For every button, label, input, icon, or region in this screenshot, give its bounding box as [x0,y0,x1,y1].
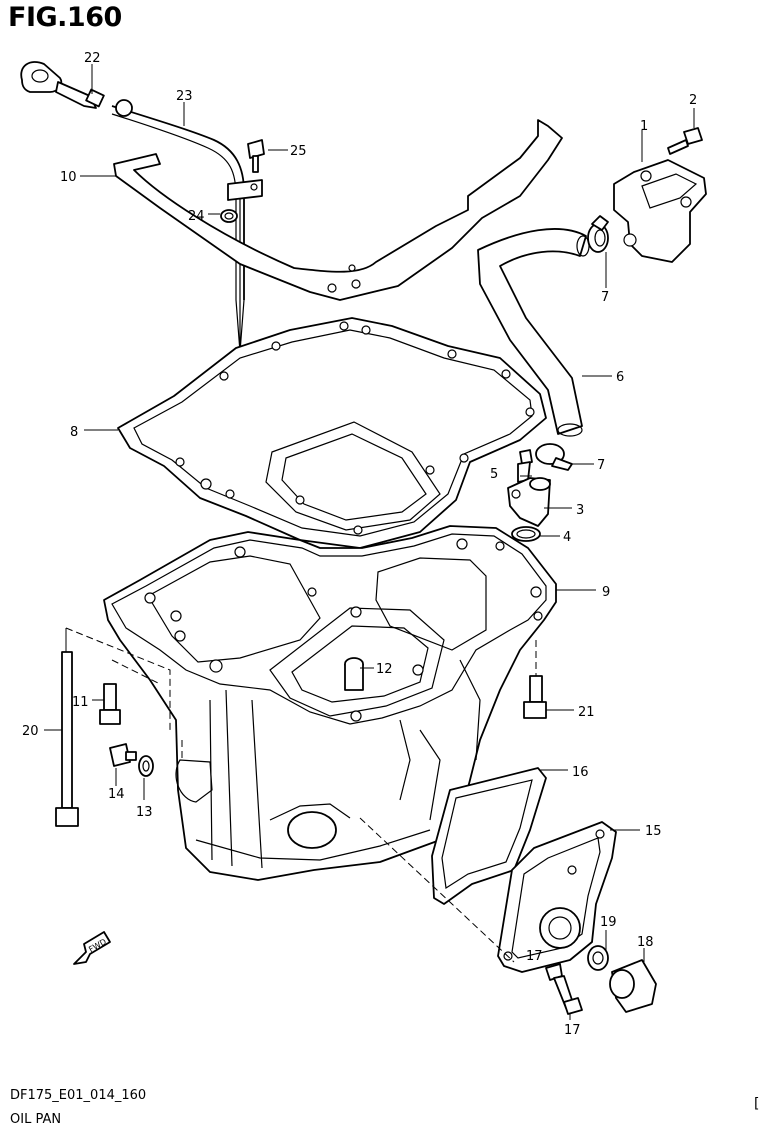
callout-5: 5 [490,467,498,482]
callout-4: 4 [563,530,571,545]
callout-3: 3 [576,503,584,518]
callout-6: 6 [616,370,624,385]
bolt-11[interactable] [99,683,121,725]
callout-20: 20 [22,724,39,739]
callout-14: 14 [108,787,125,802]
callout-16: 16 [572,765,589,780]
bolt-14[interactable] [109,743,137,767]
corner-mark: [ [754,1096,760,1112]
long-bolt-20[interactable] [55,651,79,827]
callout-1: 1 [640,119,648,134]
bolt-25[interactable] [247,139,265,173]
callout-18: 18 [637,935,654,950]
oil-pan-bracket-10[interactable] [113,119,563,301]
leader-lines [44,64,695,1020]
callout-13: 13 [136,805,153,820]
callout-8: 8 [70,425,78,440]
hose-clamp-7-upper[interactable] [587,215,609,253]
callout-11: 11 [72,695,89,710]
washer-19[interactable] [587,945,609,971]
callout-23: 23 [176,89,193,104]
callout-10: 10 [60,170,77,185]
callout-15: 15 [645,824,662,839]
callout-2: 2 [689,93,697,108]
figure-code: DF175_E01_014_160 [10,1088,147,1103]
o-ring-24[interactable] [220,209,238,223]
callout-22: 22 [84,51,101,66]
callout-9: 9 [602,585,610,600]
hose-6[interactable] [477,228,590,437]
hose-clamp-7-lower[interactable] [535,443,573,471]
callout-12: 12 [376,662,393,677]
callout-7-upper: 7 [601,290,609,305]
washer-13[interactable] [138,755,154,777]
figure-name: OIL PAN [10,1112,62,1127]
fwd-arrow-icon: FWD [73,931,111,965]
bolt-21[interactable] [523,675,547,719]
bolt-2[interactable] [667,127,703,155]
oil-pan-gasket-8[interactable] [117,317,547,549]
o-ring-4[interactable] [511,526,541,542]
alignment-lines [65,627,537,963]
callout-21: 21 [578,705,595,720]
dipstick-guide-tube[interactable] [111,99,263,353]
callout-25: 25 [290,144,307,159]
dipstick-part[interactable] [20,61,105,109]
bolt-17[interactable] [545,963,583,1015]
cover-1[interactable] [613,159,707,263]
callout-7-lower: 7 [597,458,605,473]
callout-24: 24 [188,209,205,224]
bolt-5[interactable] [517,449,533,483]
callout-17-lower: 17 [564,1023,581,1038]
gasket-16[interactable] [431,767,547,905]
callout-17-upper: 17 [526,949,543,964]
callout-labels: 1 2 3 4 5 6 7 7 8 9 10 11 12 13 14 15 16… [22,51,697,1038]
water-outlet-3[interactable] [507,477,551,527]
drain-plug-18[interactable] [609,959,657,1013]
figure-title: FIG.160 [8,2,122,33]
callout-19: 19 [600,915,617,930]
oil-pan-9[interactable] [103,525,557,881]
